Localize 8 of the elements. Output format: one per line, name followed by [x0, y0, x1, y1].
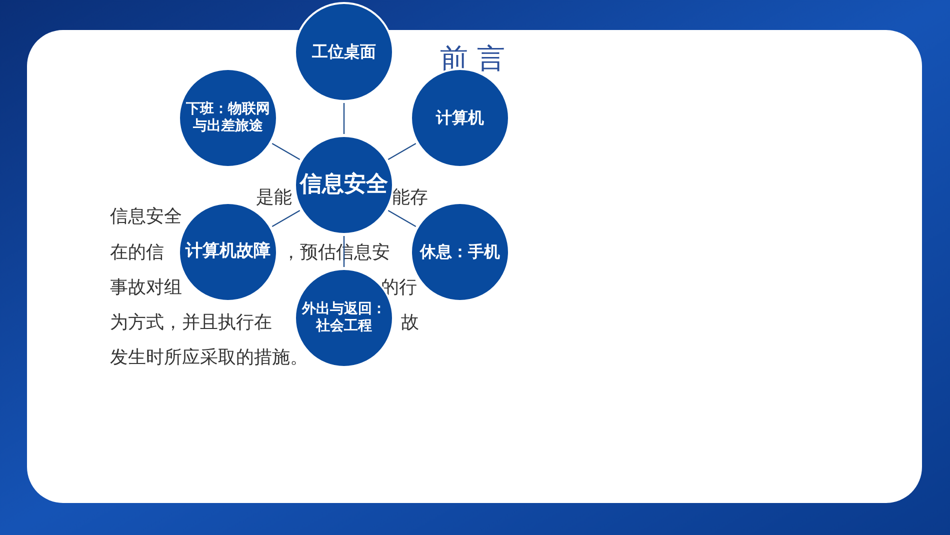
connector-line	[388, 210, 416, 227]
paragraph-text: 故	[401, 311, 419, 335]
connector-line	[388, 143, 416, 160]
connector-line	[343, 103, 345, 134]
connector-line	[272, 143, 300, 160]
connector-line	[272, 210, 300, 227]
paragraph-text: 在的信	[110, 241, 164, 265]
paragraph-text: 为方式，并且执行在	[110, 311, 272, 335]
